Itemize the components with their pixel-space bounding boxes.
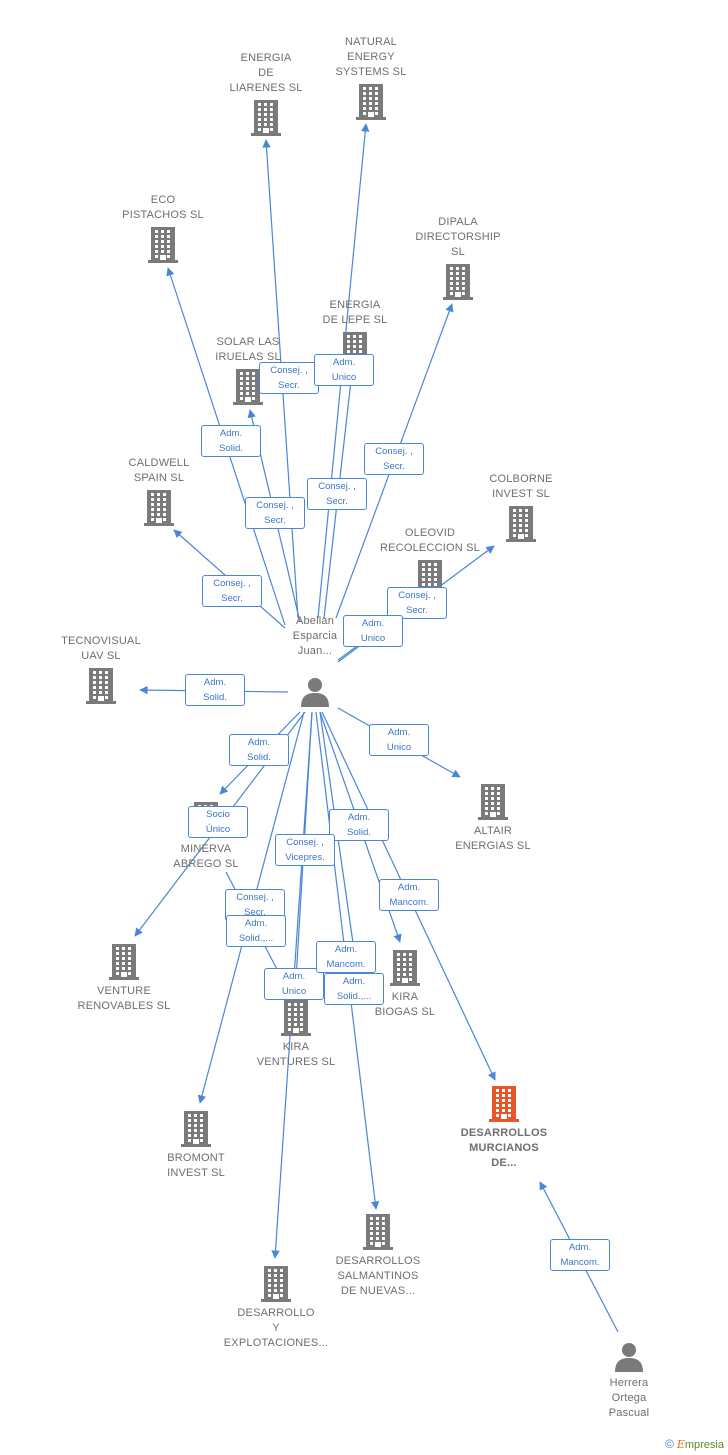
building-icon [233,369,263,405]
node-label: COLBORNE INVEST SL [489,473,553,500]
edge-role-label[interactable]: Adm. Solid. [229,734,289,766]
edge-role-label[interactable]: Socio Único [188,806,248,838]
node-altair[interactable]: ALTAIR ENERGIAS SL [423,784,563,854]
building-icon [489,1086,519,1122]
edge-role-label[interactable]: Adm. Mancom. [316,941,376,973]
node-label: DIPALA DIRECTORSHIP SL [415,216,501,258]
node-label: DESARROLLOS MURCIANOS DE... [460,1127,548,1169]
node-caldwell[interactable]: CALDWELL SPAIN SL [89,456,229,526]
edge-role-label[interactable]: Consej. , Vicepres. [275,834,335,866]
node-label: MINERVA ABREGO SL [173,843,239,870]
edge-role-label[interactable]: Adm. Unico [369,724,429,756]
node-label: NATURAL ENERGY SYSTEMS SL [335,36,407,78]
node-label: SOLAR LAS IRUELAS SL [215,336,281,363]
building-icon [261,1266,291,1302]
node-label: KIRA BIOGAS SL [374,991,436,1018]
building-icon [86,668,116,704]
brand-logo-letter: E [676,1438,685,1451]
edge-role-label[interactable]: Adm. Solid.,... [226,915,286,947]
node-natural-energy[interactable]: NATURAL ENERGY SYSTEMS SL [301,35,441,120]
node-dipala[interactable]: DIPALA DIRECTORSHIP SL [388,215,528,300]
edge-role-label[interactable]: Adm. Mancom. [379,879,439,911]
edge-role-label[interactable]: Consej. , Secr. [259,362,319,394]
node-oleovid[interactable]: OLEOVID RECOLECCION SL [360,526,500,596]
edge-role-label[interactable]: Adm. Unico [264,968,324,1000]
edge-role-label[interactable]: Adm. Unico [314,354,374,386]
edge-role-label[interactable]: Adm. Mancom. [550,1239,610,1271]
node-label: CALDWELL SPAIN SL [128,457,190,484]
building-icon [363,1214,393,1250]
building-icon [181,1111,211,1147]
building-icon [443,264,473,300]
node-venture[interactable]: VENTURE RENOVABLES SL [54,944,194,1014]
building-icon [506,506,536,542]
copyright-symbol: © [664,1437,674,1451]
node-solar-iruelas[interactable]: SOLAR LAS IRUELAS SL [178,335,318,405]
node-label: TECNOVISUAL UAV SL [61,635,141,662]
node-label: OLEOVID RECOLECCION SL [380,527,480,554]
edge-role-label[interactable]: Consej. , Secr. [387,587,447,619]
node-desarrollos-murcianos[interactable]: DESARROLLOS MURCIANOS DE... [434,1086,574,1171]
building-icon [390,950,420,986]
node-energia-liarenes[interactable]: ENERGIA DE LIARENES SL [196,51,336,136]
node-kira-ventures[interactable]: KIRA VENTURES SL [226,1000,366,1070]
brand-logo-text: mpresia [684,1439,724,1451]
node-label: VENTURE RENOVABLES SL [77,985,171,1012]
node-label: Herrera Ortega Pascual [608,1377,650,1419]
building-icon [478,784,508,820]
node-kira-biogas[interactable]: KIRA BIOGAS SL [335,950,475,1020]
node-desarrollo-explotaciones[interactable]: DESARROLLO Y EXPLOTACIONES... [206,1266,346,1351]
person-icon [615,1343,643,1372]
edge-role-label[interactable]: Adm. Solid. [329,809,389,841]
node-eco-pistachos[interactable]: ECO PISTACHOS SL [93,193,233,263]
building-icon [281,1000,311,1036]
person-icon [301,678,329,707]
edge-role-label[interactable]: Consej. , Secr. [364,443,424,475]
node-label: ENERGIA DE LEPE SL [322,299,388,326]
node-label: ENERGIA DE LIARENES SL [229,52,303,94]
edge-role-label[interactable]: Consej. , Secr. [307,478,367,510]
node-label: Abellan Esparcia Juan... [292,615,338,657]
node-label: DESARROLLOS SALMANTINOS DE NUEVAS... [335,1255,421,1297]
brand-footer: © Empresia [665,1437,724,1451]
node-bromont[interactable]: BROMONT INVEST SL [126,1111,266,1181]
building-icon [148,227,178,263]
building-icon [144,490,174,526]
node-desarrollos-salmantinos[interactable]: DESARROLLOS SALMANTINOS DE NUEVAS... [308,1214,448,1299]
edge-role-label[interactable]: Consej. , Secr. [245,497,305,529]
node-label: KIRA VENTURES SL [256,1041,336,1068]
building-icon [109,944,139,980]
building-icon [251,100,281,136]
node-colborne[interactable]: COLBORNE INVEST SL [451,472,591,542]
edge-role-label[interactable]: Consej. , Secr. [202,575,262,607]
node-herrera[interactable]: Herrera Ortega Pascual [559,1342,699,1421]
node-label: BROMONT INVEST SL [167,1152,225,1179]
edge-role-label[interactable]: Adm. Solid.,... [324,973,384,1005]
edge-role-label[interactable]: Adm. Solid. [201,425,261,457]
node-abellan[interactable]: Abellan Esparcia Juan... [245,614,385,707]
node-label: ECO PISTACHOS SL [122,194,204,221]
edge-role-label[interactable]: Adm. Unico [343,615,403,647]
building-icon [356,84,386,120]
edge-role-label[interactable]: Adm. Solid. [185,674,245,706]
node-tecnovisual[interactable]: TECNOVISUAL UAV SL [31,634,171,704]
node-label: DESARROLLO Y EXPLOTACIONES... [223,1307,329,1349]
node-label: ALTAIR ENERGIAS SL [455,825,531,852]
